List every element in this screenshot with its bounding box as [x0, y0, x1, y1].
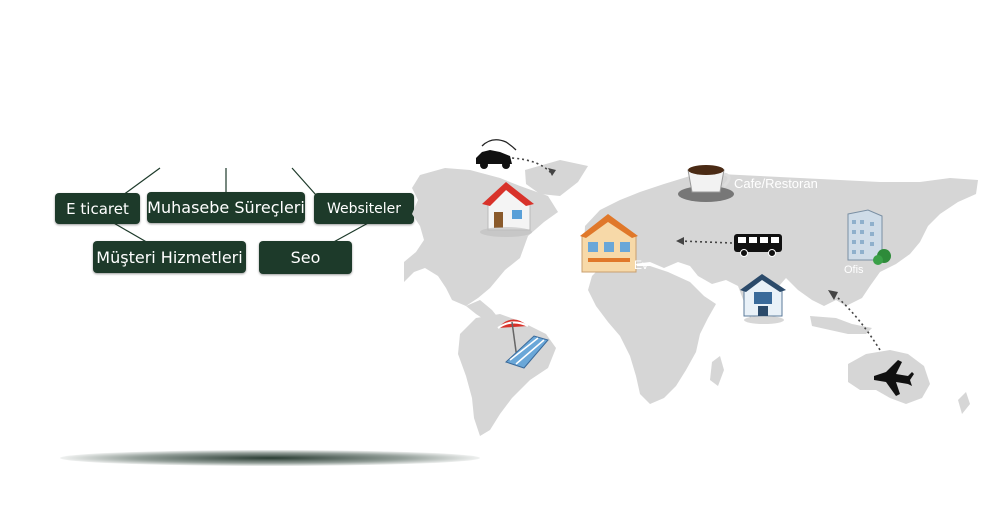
label-cafe: Cafe/Restoran	[734, 176, 818, 191]
menu-item-muhasebe[interactable]: Muhasebe Süreçleri	[147, 192, 305, 223]
bus-icon	[734, 234, 782, 257]
airplane-icon	[874, 360, 914, 396]
route-lines	[511, 157, 881, 351]
menu-item-eticaret[interactable]: E ticaret	[55, 193, 140, 224]
menu-item-musteri-hizmetleri[interactable]: Müşteri Hizmetleri	[93, 241, 246, 273]
office-building-icon	[847, 209, 891, 265]
house-icon	[480, 182, 534, 237]
coffee-cup-icon	[678, 165, 734, 202]
beach-chair-icon	[497, 319, 549, 369]
menu-item-seo[interactable]: Seo	[259, 241, 352, 274]
villa-icon	[580, 214, 638, 273]
label-home: Ev	[634, 258, 649, 272]
bank-icon	[740, 274, 786, 324]
car-icon	[476, 139, 517, 169]
ground-shadow	[60, 450, 480, 466]
menu-item-websiteler[interactable]: Websiteler	[314, 193, 414, 224]
label-office: Ofis	[844, 264, 864, 276]
